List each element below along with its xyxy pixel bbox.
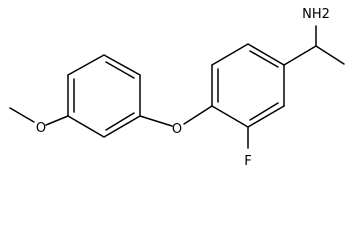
bond: [183, 105, 213, 125]
double-bond-inner: [105, 61, 135, 79]
methoxyphenyl-ring: [67, 54, 141, 138]
bond: [211, 105, 249, 128]
bond: [139, 115, 173, 127]
bond: [315, 45, 345, 65]
methoxy-group: O: [9, 107, 69, 136]
bond: [9, 107, 35, 123]
methoxy-oxygen-label: O: [36, 121, 46, 136]
bond: [247, 105, 285, 128]
bond: [45, 115, 69, 126]
ether-bridge: O: [139, 105, 213, 137]
bond: [283, 45, 317, 66]
fluorine-substituent: F: [244, 126, 252, 169]
bond: [247, 43, 285, 66]
amine-label: NH2: [302, 7, 330, 22]
bond: [103, 115, 141, 138]
bond: [103, 54, 141, 76]
double-bond-inner: [249, 102, 279, 121]
chemical-structure: O O F NH2: [9, 7, 345, 169]
double-bond-inner: [105, 112, 135, 131]
ethylamine-chain: NH2: [283, 7, 345, 66]
bond: [211, 43, 249, 66]
fluorine-label: F: [244, 154, 251, 169]
bond: [67, 115, 105, 138]
double-bond-inner: [249, 50, 279, 68]
bond: [67, 54, 105, 76]
fluorophenyl-ring: [211, 43, 285, 128]
ether-oxygen-label: O: [172, 122, 182, 137]
